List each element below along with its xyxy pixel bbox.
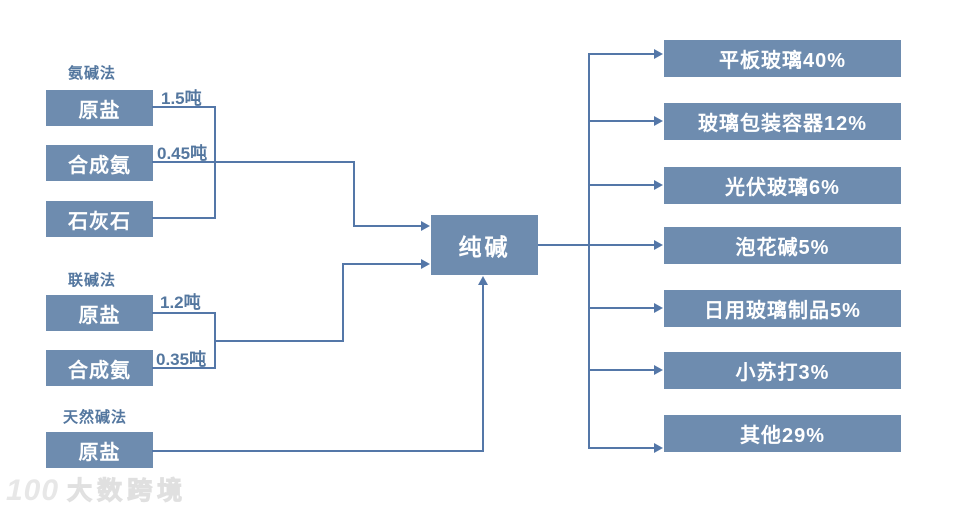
brand-logo-icon: 100: [6, 474, 60, 507]
process-label-combined-soda: 联碱法: [68, 272, 117, 289]
input-box-synthetic-ammonia-1: 合成氨: [46, 145, 153, 181]
arrow-right-icon: [654, 180, 663, 190]
amount-label-synthetic-ammonia-2: 0.35吨: [156, 350, 207, 369]
connector-line: [588, 307, 655, 309]
output-box-sodium-silicate: 泡花碱5%: [664, 227, 901, 264]
input-box-raw-salt-2: 原盐: [46, 295, 153, 331]
arrow-up-icon: [478, 276, 488, 285]
connector-line: [588, 447, 655, 449]
connector-line: [342, 264, 344, 342]
connector-line: [538, 244, 656, 246]
connector-line: [152, 367, 215, 369]
connector-line: [353, 161, 355, 227]
amount-label-raw-salt-1: 1.5吨: [161, 89, 202, 108]
output-box-daily-glassware: 日用玻璃制品5%: [664, 290, 901, 327]
watermark: 100 大数跨境: [6, 476, 187, 506]
arrow-right-icon: [654, 443, 663, 453]
arrow-right-icon: [421, 259, 430, 269]
connector-line: [152, 161, 355, 163]
connector-line: [482, 280, 484, 452]
connector-trunk: [588, 53, 590, 448]
connector-line: [214, 340, 344, 342]
process-label-ammonia-soda: 氨碱法: [68, 65, 117, 82]
output-box-glass-packaging: 玻璃包装容器12%: [664, 103, 901, 140]
amount-label-synthetic-ammonia-1: 0.45吨: [157, 144, 208, 163]
connector-line: [152, 312, 215, 314]
center-box-soda-ash: 纯碱: [431, 215, 538, 275]
arrow-right-icon: [654, 49, 663, 59]
connector-line: [152, 106, 215, 108]
input-box-synthetic-ammonia-2: 合成氨: [46, 350, 153, 386]
watermark-brand-text: 大数跨境: [67, 476, 188, 505]
arrow-right-icon: [654, 365, 663, 375]
arrow-right-icon: [654, 240, 663, 250]
output-box-flat-glass: 平板玻璃40%: [664, 40, 901, 77]
arrow-right-icon: [654, 116, 663, 126]
input-box-raw-salt-3: 原盐: [46, 432, 153, 468]
connector-line: [152, 217, 215, 219]
input-box-raw-salt-1: 原盐: [46, 90, 153, 126]
output-box-photovoltaic-glass: 光伏玻璃6%: [664, 167, 901, 204]
connector-line: [588, 369, 655, 371]
input-box-limestone: 石灰石: [46, 201, 153, 237]
connector-line: [214, 106, 216, 219]
arrow-right-icon: [421, 221, 430, 231]
arrow-right-icon: [654, 303, 663, 313]
connector-line: [588, 53, 655, 55]
connector-line: [152, 450, 484, 452]
process-label-natural-soda: 天然碱法: [63, 409, 128, 426]
amount-label-raw-salt-2: 1.2吨: [160, 293, 201, 312]
output-box-baking-soda: 小苏打3%: [664, 352, 901, 389]
connector-line: [588, 184, 655, 186]
output-box-others: 其他29%: [664, 415, 901, 452]
connector-line: [588, 120, 655, 122]
connector-line: [342, 263, 422, 265]
connector-line: [353, 225, 422, 227]
